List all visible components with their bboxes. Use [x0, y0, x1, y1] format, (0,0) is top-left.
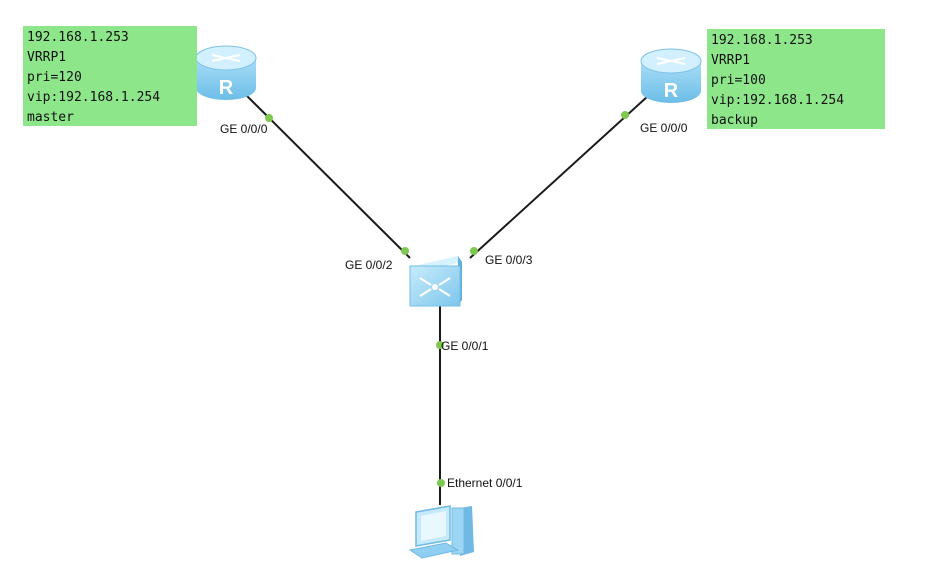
- note-line: VRRP1: [711, 53, 751, 68]
- port-label-backup: GE 0/0/0: [640, 121, 688, 135]
- note-line: pri=100: [711, 73, 766, 88]
- router-master-note: 192.168.1.253 VRRP1 pri=120 vip:192.168.…: [23, 26, 197, 126]
- switch-icon: [409, 256, 462, 307]
- router-master[interactable]: R: [195, 45, 257, 100]
- link-backup-switch: [469, 95, 649, 259]
- port-label-switch-to-master: GE 0/0/2: [345, 258, 393, 272]
- router-icon: R: [640, 48, 702, 103]
- port-dot: [401, 247, 409, 255]
- router-backup-note: 192.168.1.253 VRRP1 pri=100 vip:192.168.…: [707, 29, 885, 129]
- port-label-switch-to-pc: GE 0/0/1: [441, 339, 489, 353]
- note-line: 192.168.1.253: [27, 30, 129, 45]
- svg-text:R: R: [664, 80, 679, 102]
- port-dot: [265, 114, 273, 122]
- port-label-pc: Ethernet 0/0/1: [447, 476, 523, 490]
- note-line: backup: [711, 113, 758, 128]
- note-line: VRRP1: [27, 50, 67, 65]
- port-dot: [436, 341, 444, 349]
- note-line: 192.168.1.253: [711, 33, 813, 48]
- port-dot: [470, 247, 478, 255]
- port-label-master: GE 0/0/0: [220, 122, 268, 136]
- pc-icon: [408, 505, 474, 559]
- router-backup[interactable]: R: [640, 48, 702, 103]
- port-dot: [437, 479, 445, 487]
- router-icon: R: [195, 45, 257, 100]
- svg-text:R: R: [219, 77, 234, 99]
- note-line: vip:192.168.1.254: [27, 90, 161, 105]
- switch[interactable]: [409, 256, 462, 307]
- note-line: pri=120: [27, 70, 82, 85]
- pc[interactable]: [408, 505, 474, 559]
- note-line: master: [27, 110, 74, 125]
- note-line: vip:192.168.1.254: [711, 93, 845, 108]
- port-dot: [621, 111, 629, 119]
- port-label-switch-to-backup: GE 0/0/3: [485, 253, 533, 267]
